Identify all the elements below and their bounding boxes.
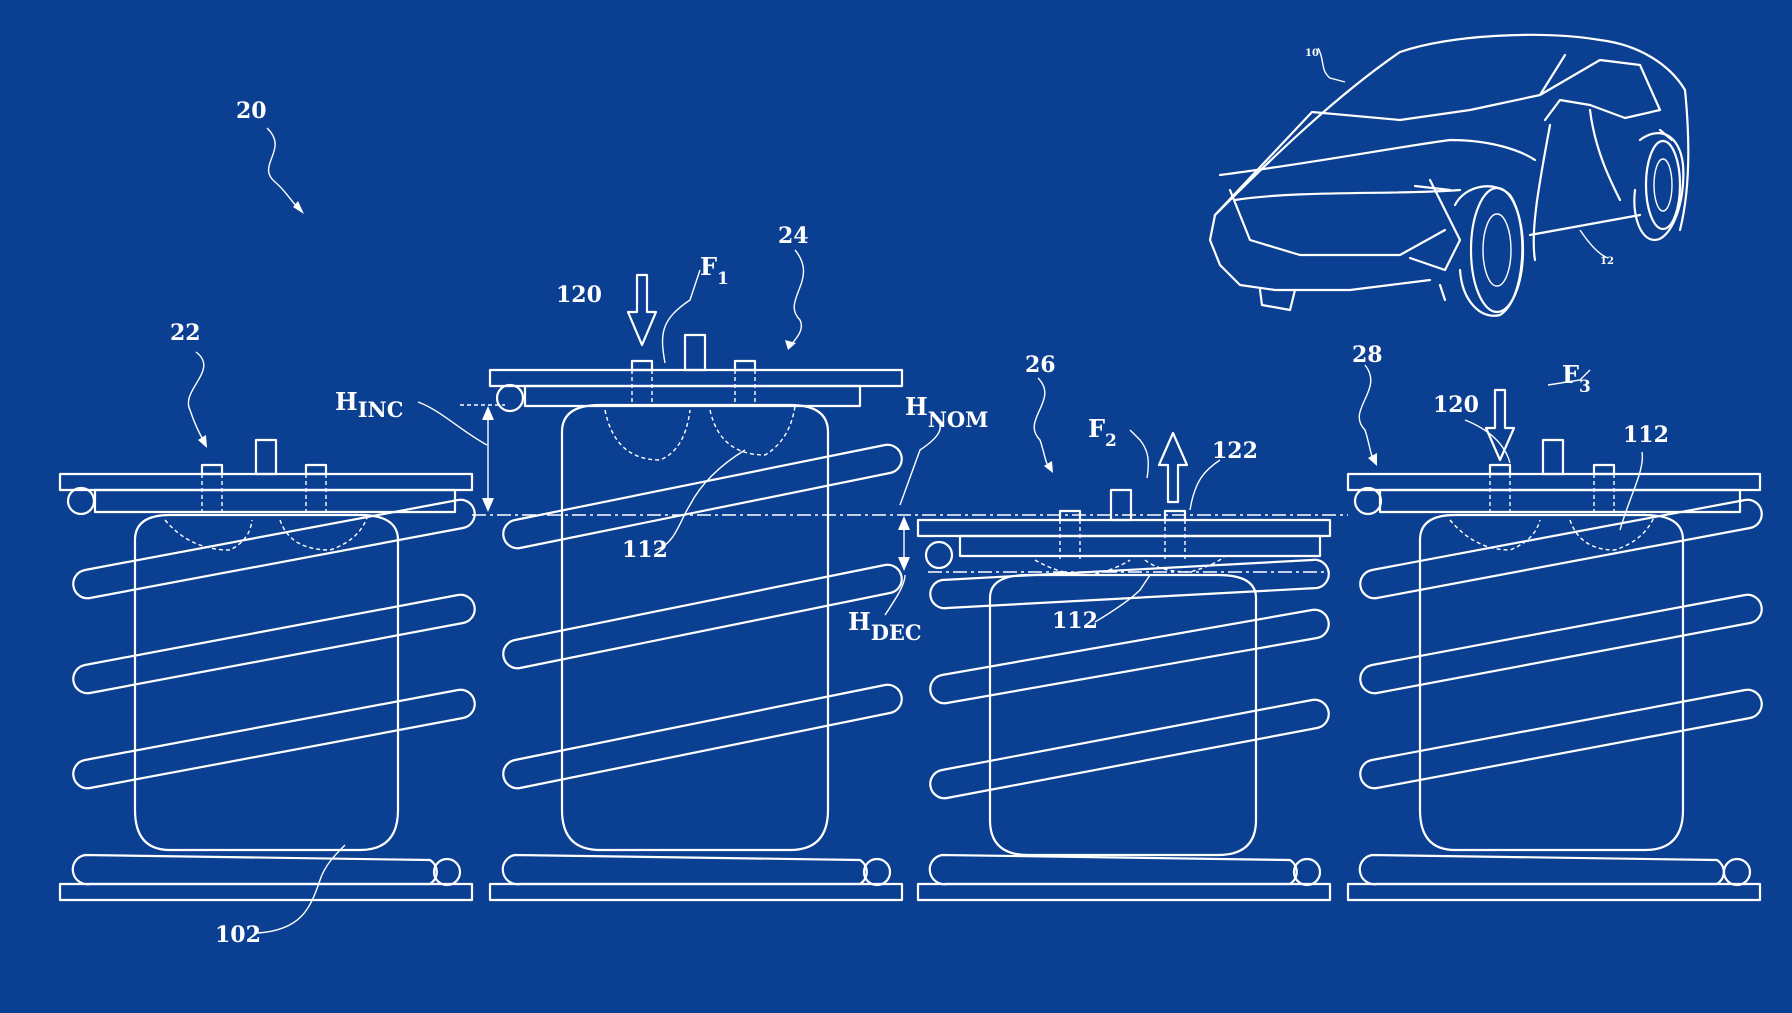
label-112-b: 112 — [1052, 608, 1098, 634]
label-24: 24 — [778, 223, 809, 249]
top-plate-underside — [93, 488, 457, 514]
rear-wheel — [1644, 139, 1682, 231]
force-f2-label: F2 — [1088, 414, 1117, 451]
pin-120 — [1488, 463, 1512, 476]
label-102: 102 — [215, 922, 261, 948]
air-bladder — [560, 403, 830, 852]
cam-112 — [1034, 555, 1226, 576]
label-20: 20 — [236, 98, 267, 124]
coil-spring — [1358, 498, 1763, 887]
h-inc-label: HINC — [335, 387, 403, 422]
cam-112 — [1449, 514, 1656, 551]
h-dec-label: HDEC — [848, 607, 922, 645]
base-plate — [58, 882, 474, 902]
air-bladder — [1418, 513, 1685, 852]
coil-spring — [928, 558, 1330, 887]
pin-122 — [304, 463, 328, 476]
pin-120 — [200, 463, 224, 476]
label-120-a: 120 — [556, 282, 602, 308]
stud-pin — [1541, 438, 1565, 476]
label-12: 12 — [1600, 256, 1614, 267]
pin-122 — [733, 359, 757, 372]
label-28: 28 — [1352, 342, 1383, 368]
front-wheel — [1469, 186, 1525, 314]
spring-assembly-24 — [488, 273, 904, 902]
cam-112 — [164, 514, 369, 551]
top-plate-underside — [523, 384, 862, 408]
vehicle-illustration — [1208, 33, 1690, 317]
h-dec-dimension — [898, 516, 910, 571]
leader-lines — [187, 47, 1644, 934]
top-plate — [58, 472, 474, 492]
reference-labels: 20 22 24 26 28 10 12 102 112 112 112 120… — [170, 48, 1669, 948]
label-10: 10 — [1305, 48, 1319, 59]
stud-pin — [683, 333, 707, 372]
spring-assembly-26 — [916, 431, 1332, 902]
top-plate — [1346, 472, 1762, 492]
pin-122 — [1592, 463, 1616, 476]
coil-spring — [71, 498, 476, 887]
base-plate — [916, 882, 1332, 902]
force-f3-label: F3 — [1562, 360, 1591, 397]
stud-pin — [1109, 488, 1133, 522]
force-f1-arrow — [626, 273, 658, 347]
force-f3-arrow — [1484, 388, 1516, 462]
label-122: 122 — [1212, 438, 1258, 464]
h-nom-label: HNOM — [905, 392, 988, 432]
stud-pin — [254, 438, 278, 476]
base-plate — [1346, 882, 1762, 902]
air-bladder — [988, 573, 1258, 857]
top-plate — [488, 368, 904, 388]
label-112-c: 112 — [1623, 422, 1669, 448]
force-f2-arrow — [1157, 431, 1189, 504]
top-plate-underside — [958, 534, 1322, 558]
label-22: 22 — [170, 320, 201, 346]
top-plate — [916, 518, 1332, 538]
top-plate-underside — [1378, 488, 1742, 514]
coil-spring — [501, 443, 903, 887]
air-bladder — [133, 513, 400, 852]
base-plate — [488, 882, 904, 902]
spring-assembly-28 — [1346, 388, 1763, 902]
height-labels: HINC HNOM HDEC — [335, 387, 988, 645]
cam-112 — [604, 405, 796, 461]
pin-120 — [630, 359, 654, 372]
force-labels: F1 F2 F3 — [700, 252, 1591, 451]
label-112-a: 112 — [622, 537, 668, 563]
label-120-b: 120 — [1433, 392, 1479, 418]
spring-assembly-22 — [58, 438, 476, 902]
label-26: 26 — [1025, 352, 1056, 378]
force-f1-label: F1 — [700, 252, 729, 289]
h-inc-dimension — [482, 406, 494, 512]
